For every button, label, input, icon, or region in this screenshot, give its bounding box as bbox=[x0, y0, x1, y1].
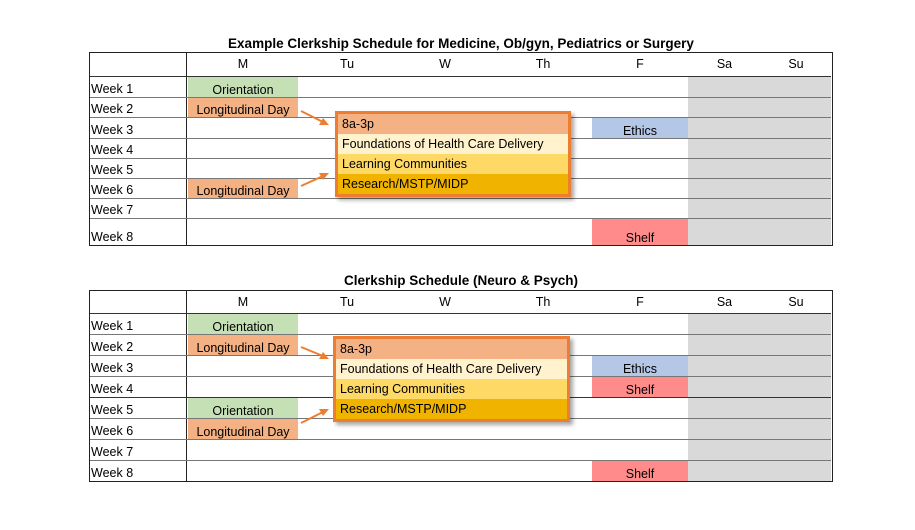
header-row: M Tu W Th F Sa Su bbox=[90, 53, 831, 77]
weekend-cell bbox=[688, 98, 831, 117]
day-header-w: W bbox=[439, 57, 451, 71]
table-row: Longitudinal Day Week 6 bbox=[90, 419, 831, 440]
weekend-cell bbox=[688, 461, 831, 481]
table-row: Shelf Week 8 bbox=[90, 219, 831, 245]
day-header-sa: Sa bbox=[716, 57, 733, 71]
week-label: Week 4 bbox=[90, 139, 187, 158]
week-label: Week 6 bbox=[90, 419, 187, 439]
corner-cell bbox=[90, 53, 187, 76]
day-header-f: F bbox=[636, 57, 644, 71]
longitudinal-day-cell: Longitudinal Day bbox=[188, 419, 298, 439]
table-row: Longitudinal Day Week 2 bbox=[90, 98, 831, 118]
callout-learning-communities: Learning Communities bbox=[336, 379, 567, 399]
orientation-cell: Orientation bbox=[188, 314, 298, 334]
callout-foundations: Foundations of Health Care Delivery bbox=[336, 359, 567, 379]
week-label: Week 1 bbox=[90, 314, 187, 334]
ethics-cell: Ethics bbox=[592, 356, 688, 376]
longitudinal-day-cell: Longitudinal Day bbox=[188, 98, 298, 117]
shelf-cell: Shelf bbox=[592, 219, 688, 245]
week-label: Week 7 bbox=[90, 199, 187, 218]
weekend-cell bbox=[688, 335, 831, 355]
day-header-th: Th bbox=[535, 57, 551, 71]
day-header-sa: Sa bbox=[716, 294, 733, 309]
callout-learning-communities: Learning Communities bbox=[338, 154, 568, 174]
weekend-cell bbox=[688, 179, 831, 198]
day-header-su: Su bbox=[788, 57, 804, 71]
table-row: Orientation Week 1 bbox=[90, 77, 831, 98]
weekend-cell bbox=[688, 314, 831, 334]
table1-title: Example Clerkship Schedule for Medicine,… bbox=[228, 36, 694, 51]
weekend-cell bbox=[688, 139, 831, 158]
day-header-m: M bbox=[237, 294, 249, 309]
callout-foundations: Foundations of Health Care Delivery bbox=[338, 134, 568, 154]
arrow-icon bbox=[300, 110, 329, 187]
corner-cell bbox=[90, 291, 187, 313]
table-row: Orientation Week 1 bbox=[90, 314, 831, 335]
callout-box-2: 8a-3p Foundations of Health Care Deliver… bbox=[333, 336, 570, 422]
schedule-table-2: M Tu W Th F Sa Su Orientation Week 1 Lon… bbox=[89, 290, 833, 482]
weekend-cell bbox=[688, 159, 831, 178]
shelf-cell: Shelf bbox=[592, 461, 688, 481]
day-header-th: Th bbox=[535, 294, 551, 309]
weekend-cell bbox=[688, 77, 831, 97]
orientation-cell: Orientation bbox=[188, 77, 298, 97]
ethics-cell: Ethics bbox=[592, 118, 688, 138]
week-label: Week 3 bbox=[90, 356, 187, 376]
table2-title: Clerkship Schedule (Neuro & Psych) bbox=[343, 273, 579, 288]
weekend-cell bbox=[688, 219, 831, 245]
day-header-f: F bbox=[636, 294, 644, 309]
week-label: Week 8 bbox=[90, 219, 187, 245]
weekend-cell bbox=[688, 118, 831, 138]
weekend-cell bbox=[688, 440, 831, 460]
table-row: Week 7 bbox=[90, 440, 831, 461]
shelf-cell: Shelf bbox=[592, 377, 688, 397]
day-header-su: Su bbox=[788, 294, 804, 309]
weekend-cell bbox=[688, 356, 831, 376]
day-header-w: W bbox=[439, 294, 451, 309]
callout-box-1: 8a-3p Foundations of Health Care Deliver… bbox=[335, 111, 571, 197]
table-row: Longitudinal Day Week 6 bbox=[90, 179, 831, 199]
weekend-cell bbox=[688, 199, 831, 218]
week-label: Week 7 bbox=[90, 440, 187, 460]
table-row: Week 7 bbox=[90, 199, 831, 219]
week-label: Week 6 bbox=[90, 179, 187, 198]
callout-hours: 8a-3p bbox=[336, 339, 567, 359]
arrow-icon bbox=[300, 346, 329, 424]
week-label: Week 2 bbox=[90, 98, 187, 117]
weekend-cell bbox=[688, 377, 831, 397]
day-header-m: M bbox=[237, 57, 249, 71]
week-label: Week 4 bbox=[90, 377, 187, 397]
callout-research: Research/MSTP/MIDP bbox=[336, 399, 567, 419]
day-header-tu: Tu bbox=[339, 294, 355, 309]
orientation-cell: Orientation bbox=[188, 398, 298, 418]
callout-research: Research/MSTP/MIDP bbox=[338, 174, 568, 194]
week-label: Week 8 bbox=[90, 461, 187, 481]
week-label: Week 2 bbox=[90, 335, 187, 355]
weekend-cell bbox=[688, 419, 831, 439]
week-label: Week 1 bbox=[90, 77, 187, 97]
week-label: Week 5 bbox=[90, 159, 187, 178]
longitudinal-day-cell: Longitudinal Day bbox=[188, 179, 298, 198]
weekend-cell bbox=[688, 398, 831, 418]
week-label: Week 3 bbox=[90, 118, 187, 138]
header-row: M Tu W Th F Sa Su bbox=[90, 291, 831, 314]
callout-hours: 8a-3p bbox=[338, 114, 568, 134]
table-row: Shelf Week 8 bbox=[90, 461, 831, 481]
day-header-tu: Tu bbox=[339, 57, 355, 71]
week-label: Week 5 bbox=[90, 398, 187, 418]
longitudinal-day-cell: Longitudinal Day bbox=[188, 335, 298, 355]
